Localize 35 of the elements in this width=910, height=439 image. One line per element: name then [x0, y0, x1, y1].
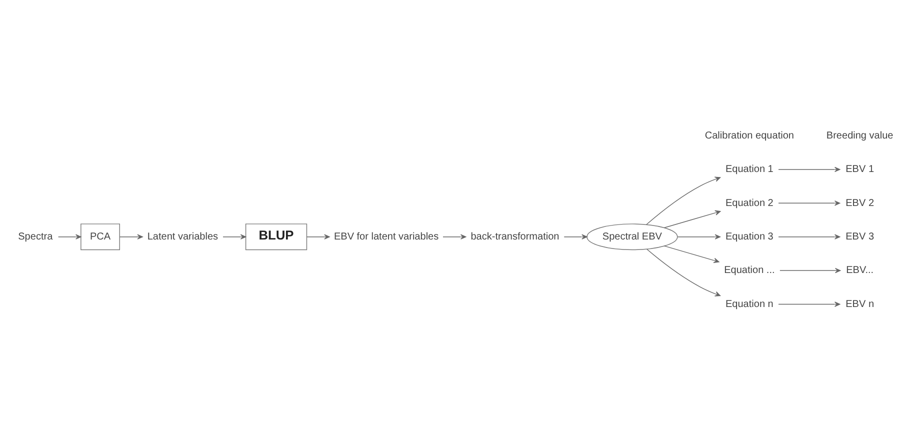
arrow — [663, 245, 719, 262]
arrow — [646, 248, 720, 296]
arrow — [118, 234, 142, 239]
arrow — [57, 234, 81, 239]
arrow — [222, 234, 246, 239]
label: Breeding value — [826, 130, 893, 141]
arrow — [663, 210, 720, 228]
arrow — [778, 301, 840, 306]
node-text: Equation ... — [724, 264, 774, 276]
node-text: Equation 2 — [724, 197, 773, 208]
arrow — [676, 234, 720, 239]
arrow — [306, 234, 330, 239]
arrow — [563, 234, 587, 239]
node-text: EBV 2 — [845, 197, 874, 208]
arrow — [778, 166, 840, 172]
node-text: EBV for latent variables — [333, 231, 438, 242]
node-text: Latent variables — [146, 231, 218, 242]
node-text: EBV n — [845, 298, 874, 310]
node-text: Equation n — [724, 298, 773, 310]
node-box: BLUP — [244, 223, 307, 250]
node-ellipse: Spectral EBV — [586, 223, 678, 250]
node-box: PCA — [80, 223, 120, 250]
arrow — [778, 200, 840, 206]
node-text: back-transformation — [470, 231, 559, 242]
node-text: EBV 3 — [845, 231, 874, 242]
node-text: EBV 1 — [845, 164, 874, 175]
node-text: Equation 3 — [724, 231, 773, 242]
arrow — [779, 267, 840, 273]
arrow — [646, 176, 720, 224]
node-text: Equation 1 — [724, 164, 773, 175]
arrow — [778, 234, 840, 239]
label: Calibration equation — [704, 130, 794, 141]
node-text: EBV... — [846, 264, 874, 276]
arrow — [442, 234, 466, 239]
node-text: Spectra — [18, 231, 52, 242]
